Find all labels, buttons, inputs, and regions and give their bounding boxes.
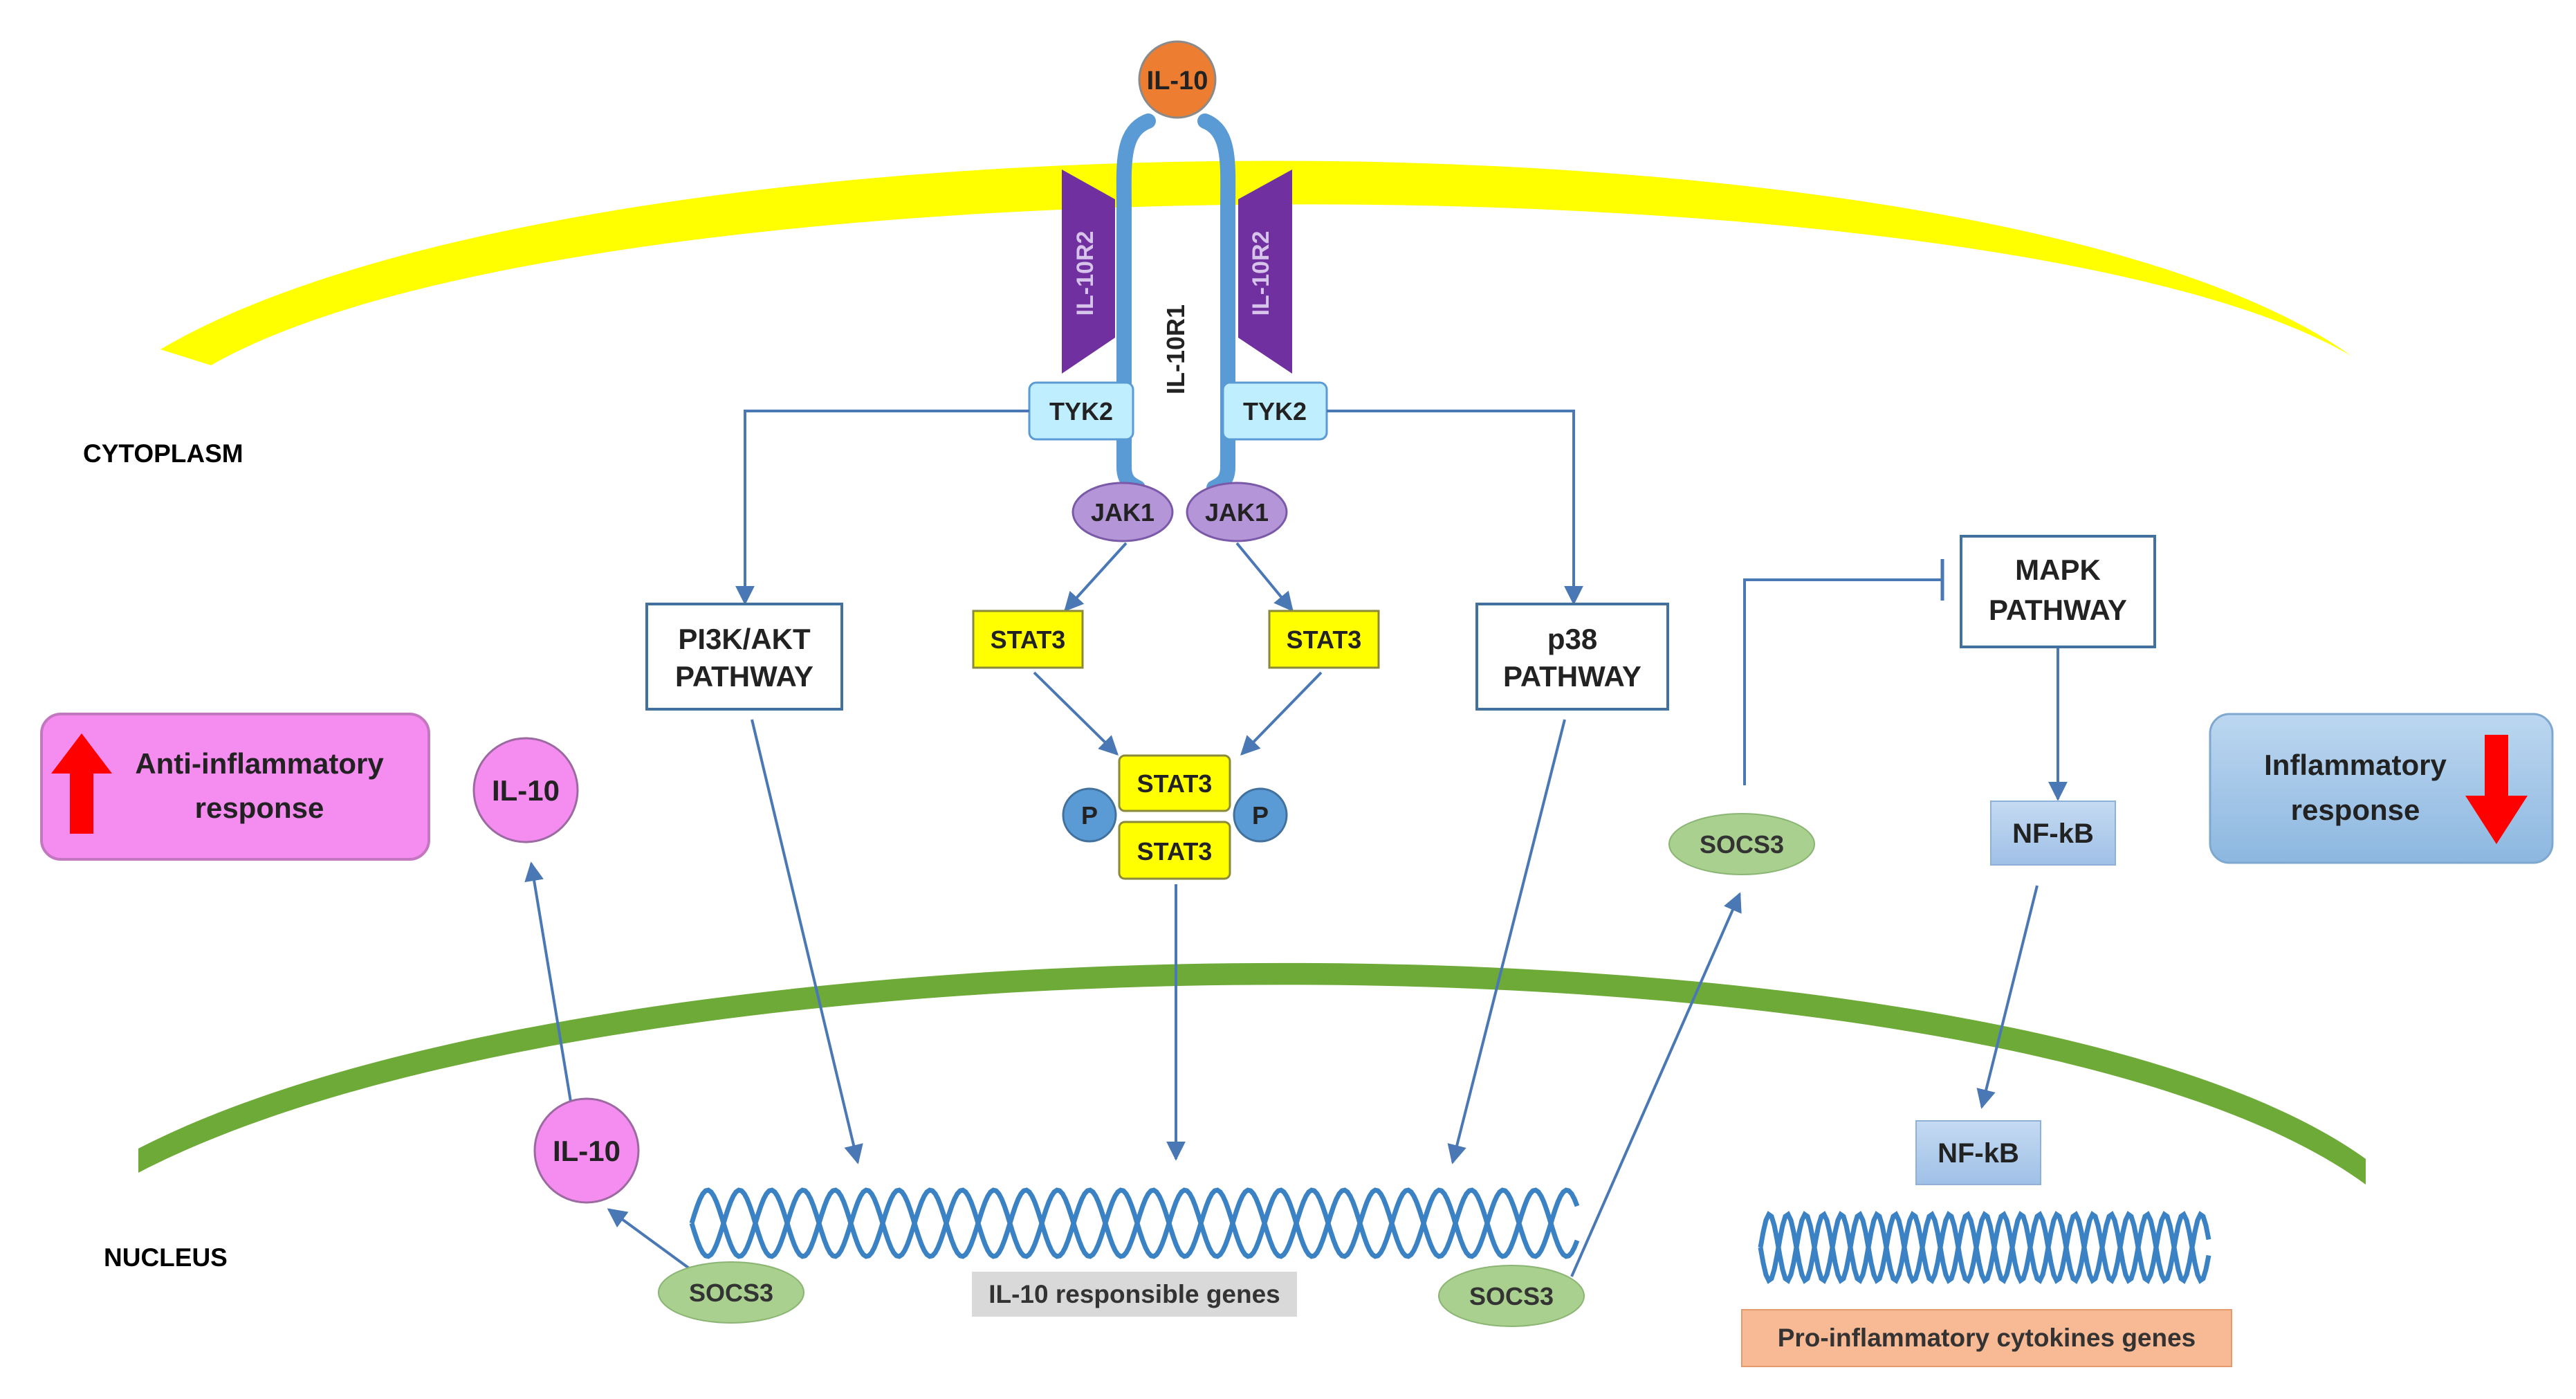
stat3-right-box	[1268, 610, 1380, 669]
jak1-left	[1071, 482, 1174, 542]
nfkb-cytoplasm-box	[1990, 801, 2116, 866]
mapk-pathway-box	[1960, 535, 2156, 648]
pro-genes-label-bg	[1741, 1309, 2232, 1367]
phosphate-left	[1062, 787, 1117, 843]
il10r2-left-label: IL-10R2	[1072, 231, 1098, 316]
il10r1-right-chain	[1197, 113, 1236, 495]
stat3-dimer-top	[1118, 754, 1231, 812]
il10-genes-label: IL-10 responsible genes	[988, 1280, 1280, 1308]
nucleus-label: NUCLEUS	[104, 1243, 228, 1272]
p38-line1: p38	[1547, 623, 1597, 655]
pro-dna-strand-2	[1758, 1211, 2211, 1284]
stat3-dimer-bottom-label: STAT3	[1137, 837, 1213, 866]
cell-membrane	[160, 161, 2352, 365]
il10-nucleus-circle	[533, 1097, 640, 1204]
il10-dna-strand-2	[689, 1187, 1580, 1259]
pro-genes-label: Pro-inflammatory cytokines genes	[1778, 1324, 2196, 1352]
pi3k-akt-line1: PI3K/AKT	[678, 623, 811, 655]
signal-arrows	[524, 410, 2068, 1277]
down-arrow-icon	[2465, 735, 2528, 844]
stat3-dimer-bottom	[1118, 821, 1231, 880]
nfkb-nucleus-box	[1915, 1120, 2041, 1185]
jak1-right-label: JAK1	[1205, 498, 1269, 527]
stat3-right-label: STAT3	[1287, 625, 1362, 654]
inflammatory-line1: Inflammatory	[2264, 749, 2447, 781]
inflammatory-line2: response	[2291, 794, 2420, 826]
phosphate-right	[1233, 787, 1288, 843]
pro-inflammatory-genes-dna	[1758, 1211, 2211, 1284]
socs3-cytoplasm-label: SOCS3	[1700, 830, 1784, 859]
pi3k-akt-pathway-box	[645, 603, 843, 711]
p38-line2: PATHWAY	[1503, 660, 1641, 693]
anti-inflammatory-line2: response	[195, 792, 324, 824]
il10-ligand	[1138, 40, 1217, 119]
nfkb-cytoplasm-label: NF-kB	[2012, 819, 2094, 849]
p38-pathway-box	[1475, 603, 1669, 711]
inflammatory-box	[2209, 713, 2554, 864]
phosphate-left-label: P	[1081, 801, 1098, 830]
socs3-right-nucleus	[1438, 1265, 1585, 1327]
pro-dna-strand-1	[1758, 1211, 2211, 1284]
jak1-left-label: JAK1	[1091, 498, 1154, 527]
stat3-dimer-top-label: STAT3	[1137, 769, 1213, 798]
anti-inflammatory-line1: Anti-inflammatory	[135, 747, 384, 780]
mapk-line1: MAPK	[2015, 554, 2101, 586]
il10-genes-dna	[689, 1187, 1580, 1259]
up-arrow-icon	[51, 733, 112, 834]
anti-inflammatory-box	[40, 713, 430, 861]
il10r2-right-label: IL-10R2	[1248, 231, 1274, 316]
il10-ligand-label: IL-10	[1147, 66, 1208, 95]
socs3-cytoplasm	[1668, 813, 1815, 875]
phosphate-right-label: P	[1252, 801, 1269, 830]
socs3-left-nucleus-label: SOCS3	[689, 1279, 773, 1307]
il10-dna-strand-1	[689, 1187, 1580, 1259]
il10-nucleus-label: IL-10	[553, 1135, 620, 1167]
il10-cytoplasm-label: IL-10	[492, 774, 560, 807]
socs3-right-nucleus-label: SOCS3	[1469, 1282, 1554, 1310]
tyk2-left-label: TYK2	[1049, 397, 1113, 426]
il10-cytoplasm-circle	[472, 737, 579, 843]
jak1-right	[1186, 482, 1288, 542]
il10r2-left	[1062, 170, 1115, 374]
nuclear-membrane	[138, 962, 2366, 1185]
cytoplasm-label: CYTOPLASM	[83, 439, 243, 468]
il10-genes-label-bg	[972, 1272, 1297, 1317]
nfkb-nucleus-label: NF-kB	[1938, 1138, 2019, 1169]
tyk2-right-label: TYK2	[1243, 397, 1307, 426]
stat3-left-box	[972, 610, 1084, 669]
stat3-left-label: STAT3	[991, 625, 1066, 654]
socs3-left-nucleus	[658, 1261, 804, 1324]
il10r2-right	[1238, 170, 1292, 374]
il10r1-label: IL-10R1	[1161, 304, 1190, 394]
mapk-line2: PATHWAY	[1989, 594, 2127, 626]
pi3k-akt-line2: PATHWAY	[675, 660, 813, 693]
